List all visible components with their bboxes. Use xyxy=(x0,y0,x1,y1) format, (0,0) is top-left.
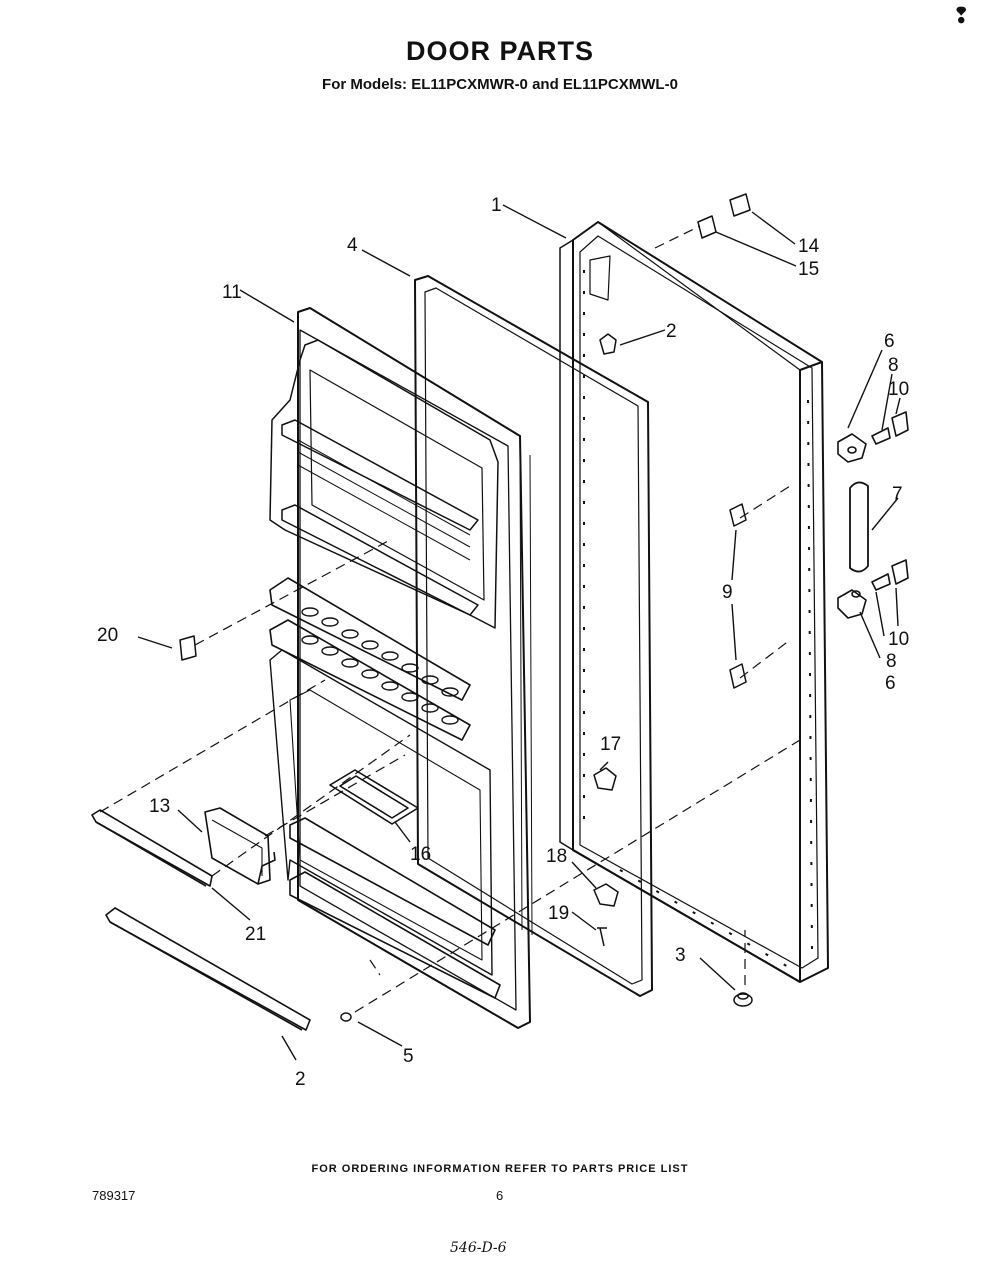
plug-3 xyxy=(733,992,753,1007)
trim-strip-lower xyxy=(105,907,311,1031)
callout-19: 19 xyxy=(548,903,569,924)
page-number: 6 xyxy=(496,1188,504,1203)
top-brackets xyxy=(697,193,751,239)
callout-11: 11 xyxy=(222,282,242,303)
callout-14: 14 xyxy=(798,236,820,257)
outer-door-panel xyxy=(559,221,829,983)
callout-5: 5 xyxy=(403,1046,414,1067)
callout-18: 18 xyxy=(546,846,567,867)
callout-9: 9 xyxy=(722,582,733,603)
callout-10-top: 10 xyxy=(888,379,909,400)
callout-3: 3 xyxy=(675,945,686,966)
hinge-bottom xyxy=(837,559,909,619)
trim-strip-upper xyxy=(91,809,213,887)
callout-10-bottom: 10 xyxy=(888,629,909,650)
plug-top xyxy=(599,333,617,355)
ordering-note: FOR ORDERING INFORMATION REFER TO PARTS … xyxy=(311,1163,689,1175)
callout-6-top: 6 xyxy=(884,331,895,352)
callout-20: 20 xyxy=(97,625,118,646)
stop-brackets xyxy=(729,503,747,689)
corner-mark: ❢ xyxy=(952,4,971,29)
callout-17: 17 xyxy=(600,734,621,755)
hinge-top xyxy=(837,411,909,463)
models-subtitle: For Models: EL11PCXMWR-0 and EL11PCXMWL-… xyxy=(322,76,678,93)
callout-2-bottom: 2 xyxy=(295,1069,306,1090)
callout-1: 1 xyxy=(491,195,502,216)
callout-13: 13 xyxy=(149,796,170,817)
clip-17 xyxy=(593,767,617,791)
callout-16: 16 xyxy=(410,844,431,865)
callout-8-top: 8 xyxy=(888,355,899,376)
screw-5 xyxy=(340,1012,352,1022)
callout-6-bottom: 6 xyxy=(885,673,896,694)
screw-19 xyxy=(597,927,607,947)
callout-7: 7 xyxy=(892,484,903,505)
callout-labels: 1 4 11 2 14 15 6 8 10 7 9 10 8 6 20 13 1… xyxy=(97,195,909,1090)
handwritten-note: 546-D-6 xyxy=(450,1240,507,1256)
inner-door-liner xyxy=(269,307,531,1029)
callout-8-bottom: 8 xyxy=(886,651,897,672)
handle xyxy=(849,481,869,573)
document-number: 789317 xyxy=(92,1188,136,1203)
page-title: DOOR PARTS xyxy=(405,36,594,66)
compartment-door xyxy=(204,807,276,885)
callout-4: 4 xyxy=(347,235,358,256)
door-gasket xyxy=(414,275,653,997)
label-20 xyxy=(179,635,197,661)
butter-compartment xyxy=(329,769,419,825)
callout-21: 21 xyxy=(245,924,266,945)
callout-2-top: 2 xyxy=(666,321,677,342)
callout-15: 15 xyxy=(798,259,819,280)
clip-18 xyxy=(593,883,619,907)
